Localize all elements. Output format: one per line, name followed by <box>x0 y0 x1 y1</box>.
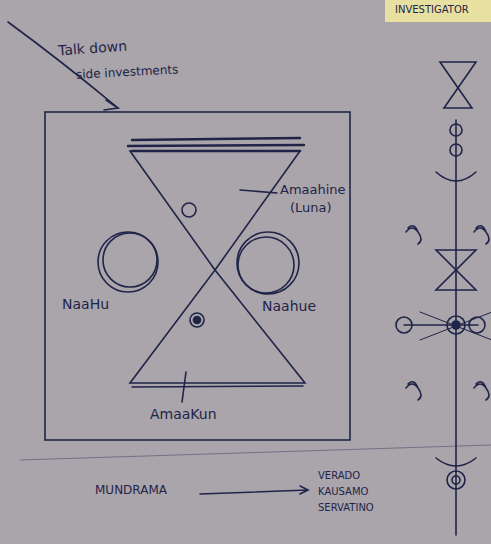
part-name: Amaahine <box>280 183 346 198</box>
note-text: VERADO <box>318 470 360 482</box>
swirl <box>406 226 421 244</box>
bottom-arrow <box>200 486 308 494</box>
leader-line <box>240 190 277 193</box>
symbol-circle <box>447 471 465 489</box>
small-circle <box>190 313 204 327</box>
sticky-note-text: INVESTIGATOR <box>395 4 469 16</box>
leader-line <box>182 372 186 402</box>
swirl <box>474 226 489 244</box>
left-circle <box>103 233 157 287</box>
cross-line <box>404 324 478 326</box>
note-text: Talk down <box>58 38 128 59</box>
symbol-circle <box>452 476 460 484</box>
base-line <box>132 386 303 387</box>
note-text: side investments <box>76 63 179 82</box>
lower-triangle <box>130 270 305 383</box>
right-circle <box>237 232 299 294</box>
small-hourglass <box>440 62 476 108</box>
ruled-line <box>20 445 491 460</box>
part-name: AmaaKun <box>150 406 217 422</box>
symbol-circle <box>396 317 412 333</box>
left-circle <box>98 232 158 292</box>
note-text: SERVATINO <box>318 502 374 514</box>
note-text: MUNDRAMA <box>95 484 167 498</box>
part-name: (Luna) <box>290 201 332 216</box>
bowtie <box>436 250 476 290</box>
dot <box>194 317 201 324</box>
note-text: KAUSAMO <box>318 486 368 498</box>
symbol-circle <box>447 316 465 334</box>
crescent <box>436 458 476 466</box>
pointer-arrow <box>8 22 118 108</box>
part-name: Naahue <box>262 298 316 314</box>
part-name: NaaHu <box>62 296 109 312</box>
arrow-head <box>104 100 118 110</box>
top-band <box>128 138 304 151</box>
symbol-circle <box>450 124 462 136</box>
crescent <box>436 172 476 181</box>
small-circle <box>182 203 196 217</box>
swirl <box>406 382 421 400</box>
symbol-circle <box>450 144 462 156</box>
swirl <box>474 382 489 400</box>
frame-box <box>45 112 350 440</box>
cross-line <box>420 312 491 340</box>
symbol-circle <box>469 317 485 333</box>
sticky-note <box>385 0 491 22</box>
right-circle <box>238 237 294 293</box>
